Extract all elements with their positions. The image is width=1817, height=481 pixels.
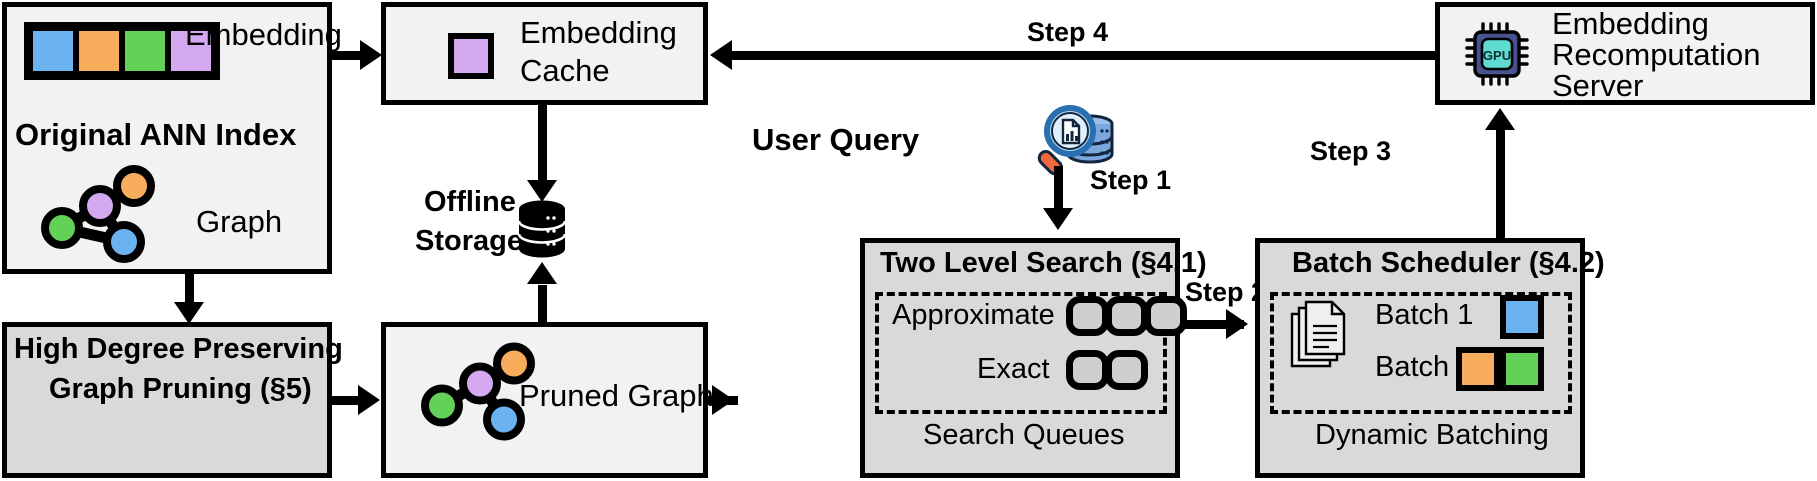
- arrow-index-to-cache-head: [360, 40, 382, 70]
- two-level-search-title: Two Level Search (§4.1): [880, 247, 1207, 279]
- embedding-chip-orange: [76, 28, 122, 74]
- approximate-slot-2[interactable]: [1105, 296, 1148, 336]
- offline-storage-line2: Storage: [415, 225, 523, 257]
- embedding-cache-chip: [448, 33, 494, 79]
- exact-row-label: Exact: [977, 353, 1050, 385]
- approximate-slot-3[interactable]: [1144, 296, 1187, 336]
- svg-text:GPU: GPU: [1483, 48, 1511, 63]
- arrow-step1-head: [1043, 208, 1073, 230]
- embedding-chip-strip: [24, 22, 220, 80]
- batch-1-chip-blue: [1500, 295, 1544, 339]
- embedding-chip-blue: [30, 28, 76, 74]
- arrow-pruned-to-search-head: [712, 385, 734, 415]
- recomputation-server-line1: Embedding: [1552, 6, 1709, 41]
- arrow-step1-shaft: [1054, 166, 1063, 214]
- user-query-label: User Query: [752, 122, 920, 157]
- step3-label: Step 3: [1310, 136, 1392, 166]
- dynamic-batching-footer: Dynamic Batching: [1315, 419, 1549, 451]
- batch-scheduler-title: Batch Scheduler (§4.2): [1292, 247, 1605, 279]
- approximate-slot-1[interactable]: [1066, 296, 1109, 336]
- arrow-cache-to-storage-shaft: [538, 105, 547, 185]
- arrow-index-to-pruning-head: [174, 302, 204, 324]
- database-cylinder-icon: [517, 200, 567, 258]
- original-ann-index-title: Original ANN Index: [15, 117, 297, 152]
- search-queues-footer: Search Queues: [923, 419, 1125, 451]
- batch-1-label: Batch 1: [1375, 299, 1474, 331]
- arrow-step3-head: [1485, 108, 1515, 130]
- embedding-cache-line1: Embedding: [520, 15, 677, 50]
- arrow-pruned-to-storage-shaft: [538, 285, 547, 325]
- exact-slot-1[interactable]: [1066, 350, 1109, 390]
- step2-label: Step 2: [1185, 277, 1267, 307]
- arrow-pruned-to-storage-head: [527, 262, 557, 284]
- embedding-label: Embedding: [185, 17, 342, 52]
- batch-2-chip-green: [1500, 347, 1544, 391]
- pruned-graph-label: Pruned Graph: [519, 378, 714, 413]
- graph-pruning-box: [2, 322, 332, 478]
- documents-stack-icon: [1290, 300, 1346, 368]
- arrow-step3-shaft: [1496, 130, 1505, 238]
- original-graph-icon: [41, 165, 155, 263]
- approximate-row-label: Approximate: [892, 299, 1055, 331]
- gpu-chip-icon: GPU: [1465, 22, 1529, 86]
- embedding-chip-green: [122, 28, 168, 74]
- step4-label: Step 4: [1027, 17, 1109, 47]
- pruned-graph-icon: [421, 342, 535, 441]
- arrow-index-to-cache-shaft: [332, 51, 366, 60]
- arrow-index-to-pruning-shaft: [185, 274, 194, 306]
- arrow-step4-shaft: [725, 51, 1437, 60]
- arrow-step4-head: [710, 40, 732, 70]
- embedding-chip-purple: [168, 28, 214, 74]
- arrow-cache-to-storage-head: [527, 180, 557, 202]
- graph-label: Graph: [196, 204, 283, 239]
- exact-slot-2[interactable]: [1105, 350, 1148, 390]
- search-queues-dashed-region: [875, 292, 1167, 414]
- graph-pruning-line2: Graph Pruning (§5): [49, 373, 312, 405]
- step1-label: Step 1: [1090, 165, 1172, 195]
- batch-2-chip-orange: [1456, 347, 1500, 391]
- offline-storage-line1: Offline: [424, 186, 516, 218]
- arrow-pruning-to-pruned-shaft: [332, 396, 364, 405]
- graph-pruning-line1: High Degree Preserving: [14, 333, 343, 365]
- recomputation-server-line2: Recomputation: [1552, 37, 1761, 72]
- dynamic-batching-dashed-region: [1270, 292, 1572, 414]
- embedding-cache-line2: Cache: [520, 53, 610, 88]
- embedding-cache-box: [381, 2, 708, 105]
- recomputation-server-line3: Server: [1552, 68, 1644, 103]
- arrow-step2-head: [1226, 309, 1248, 339]
- arrow-pruning-to-pruned-head: [358, 385, 380, 415]
- arrow-step2-shaft: [1180, 320, 1244, 329]
